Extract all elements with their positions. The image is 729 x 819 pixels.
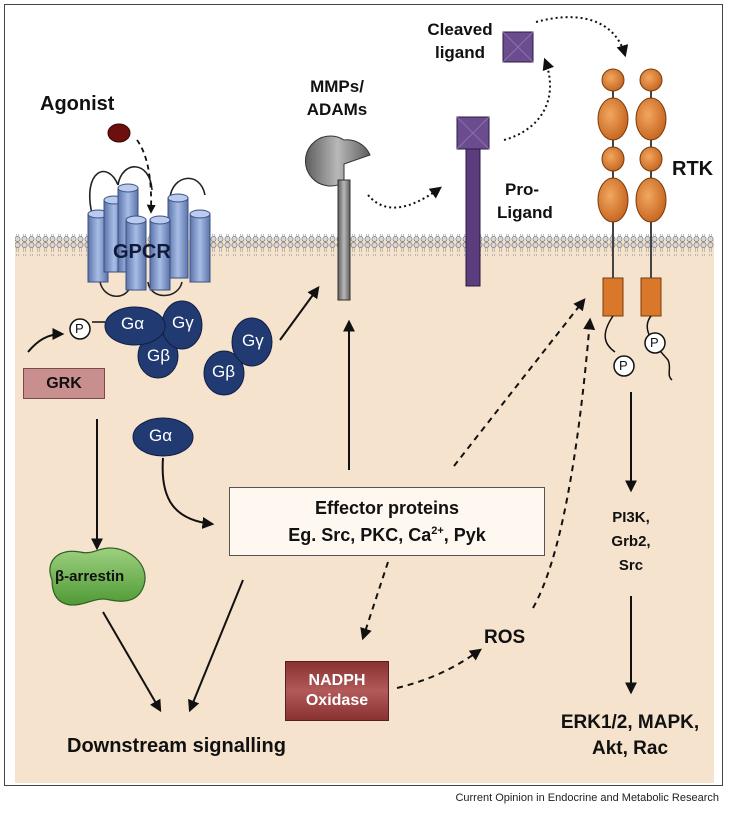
rtk-phosphate-label-2: P — [650, 335, 659, 350]
effector-title: Effector proteins — [314, 498, 460, 518]
effector-to-downstream-arrow — [188, 579, 244, 713]
rtk-receptor — [597, 68, 673, 381]
nadph-label-line2: Oxidase — [305, 692, 369, 709]
pro-ligand-label-line1: Pro- — [505, 180, 539, 199]
g-beta-label-free: Gβ — [212, 362, 236, 381]
figure-frame — [4, 4, 723, 786]
arrestin-to-downstream-arrow — [102, 611, 162, 713]
beta-arrestin-shape — [49, 547, 146, 606]
effector-sub-suffix: , Pyk — [443, 525, 486, 545]
agonist-binding-arrow — [136, 139, 156, 214]
ligand-to-rtk-arrow — [535, 16, 629, 58]
cleaved-ligand-square — [502, 31, 534, 63]
grk-phosphorylation-arrow — [27, 328, 65, 353]
erk-mapk-label: ERK1/2, MAPK, Akt, Rac — [530, 710, 729, 762]
grb2-label: Grb2, — [611, 533, 651, 550]
pro-ligand-label-line2: Ligand — [497, 203, 553, 222]
nadph-label-line1: NADPH — [308, 672, 366, 689]
nadph-to-ros-arrow — [396, 648, 482, 689]
mmps-label-line1: MMPs/ — [310, 77, 364, 96]
cleaved-label-line2: ligand — [434, 43, 486, 62]
nadph-oxidase-box: NADPH Oxidase — [285, 661, 389, 721]
effector-to-nadph-arrow — [360, 561, 389, 641]
rtk-phosphate-label-1: P — [619, 358, 628, 373]
downstream-signalling-label: Downstream signalling — [67, 735, 286, 757]
rtk-label: RTK — [672, 158, 714, 180]
gpcr-label: GPCR — [113, 241, 171, 263]
agonist-label: Agonist — [40, 93, 115, 115]
mmps-label-line2: ADAMs — [306, 100, 368, 119]
mmp-adam-protease — [304, 135, 371, 301]
gpcr-phosphate-label: P — [75, 321, 84, 336]
mmp-cleavage-arrow — [367, 186, 442, 209]
g-gamma-label-free: Gγ — [242, 331, 264, 350]
gpcr-phosphate — [69, 318, 91, 340]
effector-sub-prefix: Eg. Src, PKC, Ca — [288, 525, 432, 545]
ros-label: ROS — [484, 627, 526, 648]
src-label: Src — [618, 557, 644, 574]
cleaved-label-line1: Cleaved — [427, 20, 493, 39]
journal-footer: Current Opinion in Endocrine and Metabol… — [455, 792, 719, 804]
effector-sup: 2+ — [431, 525, 444, 537]
mmps-adams-label: MMPs/ ADAMs — [292, 75, 382, 121]
g-alpha-label-free: Gα — [149, 426, 173, 445]
effector-subtitle: Eg. Src, PKC, Ca2+, Pyk — [230, 525, 544, 546]
g-beta-gamma-dimer — [203, 317, 273, 396]
galpha-to-effector-arrow — [161, 457, 215, 529]
pi3k-grb2-src-label: PI3K, Grb2, Src — [596, 506, 666, 578]
g-beta-label-bound: Gβ — [147, 346, 171, 365]
erk-label-line1: ERK1/2, MAPK, — [560, 712, 700, 733]
gpcr-receptor — [87, 166, 211, 298]
effector-proteins-box: Effector proteins Eg. Src, PKC, Ca2+, Py… — [229, 487, 545, 556]
agonist-molecule — [107, 123, 131, 143]
erk-label-line2: Akt, Rac — [591, 738, 669, 759]
grk-label: GRK — [46, 374, 82, 392]
beta-arrestin-label: β-arrestin — [55, 568, 125, 585]
grk-box: GRK — [23, 368, 105, 399]
pro-ligand — [456, 116, 490, 287]
cleaved-ligand-label: Cleaved ligand — [420, 18, 500, 64]
g-protein-heterotrimer — [104, 300, 203, 379]
gbg-to-mmp-arrow — [279, 286, 320, 341]
g-alpha-label-bound: Gα — [121, 314, 145, 333]
pro-ligand-label: Pro- Ligand — [497, 178, 553, 224]
g-alpha-subunit — [132, 417, 194, 457]
ligand-release-arrow — [503, 57, 554, 141]
g-gamma-label-bound: Gγ — [172, 313, 194, 332]
ros-to-rtk-arrow — [532, 317, 596, 609]
pi3k-label: PI3K, — [612, 509, 650, 526]
effector-to-rtk-arrow — [453, 298, 586, 467]
